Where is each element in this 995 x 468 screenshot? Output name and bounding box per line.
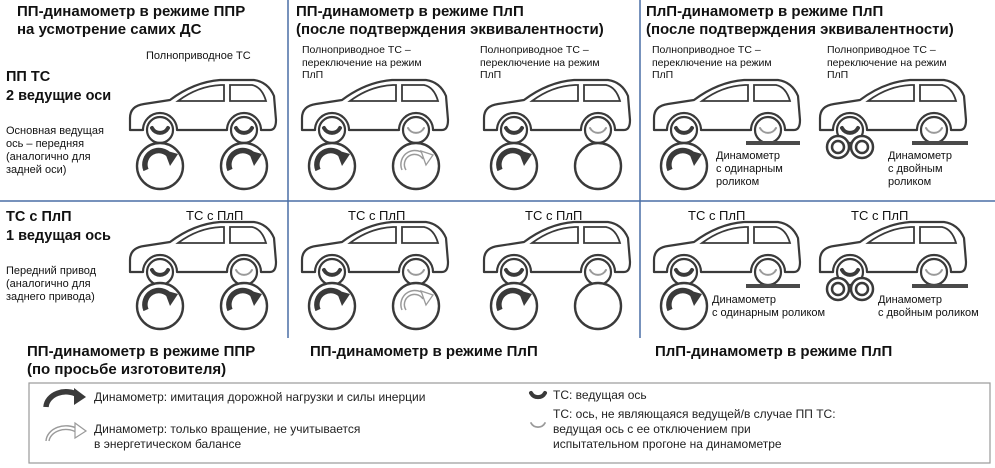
legend-box (28, 382, 991, 464)
car-r1c2b (482, 78, 632, 145)
r1c3a-caption: Полноприводное ТС –переключение на режим… (652, 44, 772, 81)
r2c1-caption: ТС с ПлП (186, 208, 244, 223)
col2-title: ПП-динамометр в режиме ПлП(после подтвер… (296, 3, 604, 38)
rollers-r1c1 (137, 143, 267, 189)
rollers-r2c3a (661, 283, 800, 329)
r2c2a-caption: ТС с ПлП (348, 208, 406, 223)
car-r1c3b (818, 78, 968, 145)
car-r2c3b (818, 220, 968, 287)
rollers-r2c2b (491, 283, 623, 329)
r1c1-caption: Полноприводное ТС (146, 50, 251, 62)
legend-passive-text: Динамометр: только вращение, не учитывае… (94, 422, 361, 451)
car-r2c1 (128, 220, 278, 287)
r2c3a-caption: ТС с ПлП (688, 208, 746, 223)
rollers-r1c2b (491, 143, 623, 189)
rollers-r1c2a (309, 143, 441, 189)
legend-passive-icon (45, 421, 88, 442)
bottom-title-3: ПлП-динамометр в режиме ПлП (655, 343, 893, 360)
r2c2b-caption: ТС с ПлП (525, 208, 583, 223)
rollers-r1c3b (825, 134, 968, 160)
r1c2a-caption: Полноприводное ТС –переключение на режим… (302, 44, 422, 81)
car-r1c3a (652, 78, 802, 145)
legend-driven-icon (529, 391, 547, 400)
r1c3b-caption: Полноприводное ТС –переключение на режим… (827, 44, 947, 81)
rollers-r2c1 (137, 283, 267, 329)
r1c2b-caption: Полноприводное ТС –переключение на режим… (480, 44, 600, 81)
legend-nondriven-icon (530, 422, 546, 429)
car-r2c2a (300, 220, 450, 287)
bottom-title-1: ПП-динамометр в режиме ППР(по просьбе из… (27, 343, 256, 378)
rollers-r1c3a (661, 143, 800, 189)
col3-title: ПлП-динамометр в режиме ПлП(после подтве… (646, 3, 954, 38)
car-r1c1 (128, 78, 278, 145)
rollers-r2c3b (825, 276, 968, 302)
legend-active-text: Динамометр: имитация дорожной нагрузки и… (94, 390, 426, 404)
legend-active-icon (43, 388, 86, 408)
bottom-title-2: ПП-динамометр в режиме ПлП (310, 343, 538, 360)
rollers-r2c2a (309, 283, 441, 329)
car-r2c3a (652, 220, 802, 287)
car-r1c2a (300, 78, 450, 145)
legend-nondriven-text: ТС: ось, не являющаяся ведущей/в случае … (553, 407, 836, 451)
r2c3b-caption: ТС с ПлП (851, 208, 909, 223)
legend-driven-text: ТС: ведущая ось (553, 388, 647, 402)
car-r2c2b (482, 220, 632, 287)
